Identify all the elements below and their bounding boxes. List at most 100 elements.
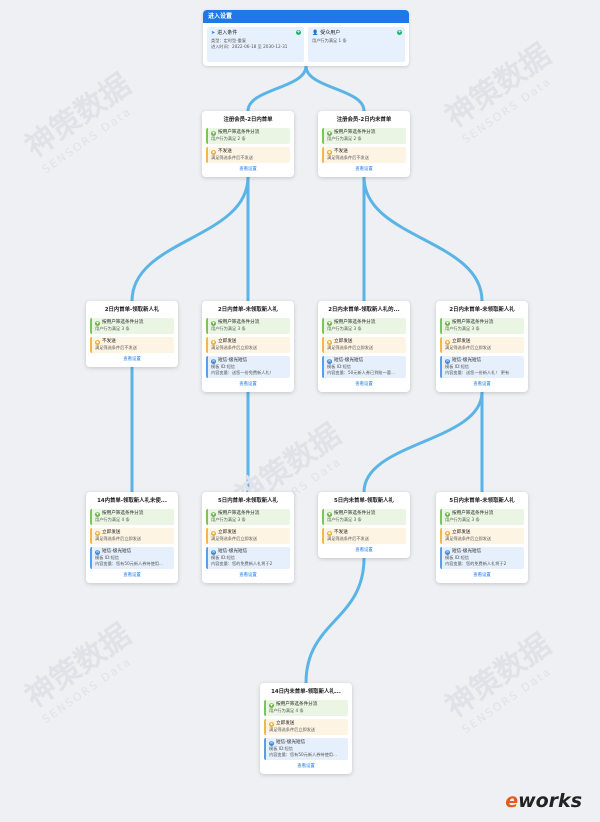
section-line: 满足筛选条件后不发送 [327, 155, 369, 160]
view-settings-link[interactable]: 查看设置 [355, 167, 373, 172]
add-icon[interactable]: + [397, 29, 402, 35]
flow-node[interactable]: 5日内未首单-领取新人礼▼按用户筛选条件分流用户行为满足 3 条◉不发送满足筛选… [318, 492, 410, 558]
flow-node[interactable]: 2日内首单-领取新人礼▼按用户筛选条件分流用户行为满足 3 条◉不发送满足筛选条… [86, 301, 178, 367]
flow-link [362, 176, 484, 302]
node-section[interactable]: ◉立即发送满足筛选条件后立即发送 [90, 528, 174, 544]
node-title: 5日内未首单-未领取新人礼 [449, 498, 515, 504]
audience-box[interactable]: 👤受众用户 用户行为满足 1 条 + [308, 27, 405, 62]
section-line: 模板 ID:短信 [445, 555, 469, 560]
flow-node[interactable]: 注册会员-2日内首单▼按用户筛选条件分流用户行为满足 2 条◉不发送满足筛选条件… [202, 111, 294, 177]
section-line: 模板 ID:短信 [211, 555, 235, 560]
section-line: 用户行为满足 4 条 [269, 708, 304, 713]
section-title: 短信-极光短信 [452, 549, 482, 554]
section-line: 满足筛选条件后不发送 [211, 155, 253, 160]
section-title: 短信-极光短信 [102, 549, 132, 554]
flow-node[interactable]: 14日内未首单-领取新人礼...▼按用户筛选条件分流用户行为满足 4 条◉立即发… [260, 683, 352, 774]
section-line: 内容变量：50元新人券已到账～要... [327, 370, 395, 375]
sms-icon: ✉ [445, 358, 450, 364]
section-line: 满足筛选条件后立即发送 [445, 345, 492, 350]
section-title: 按用户筛选条件分流 [218, 130, 260, 135]
node-section[interactable]: ▼按用户筛选条件分流用户行为满足 4 条 [264, 700, 348, 716]
filter-icon: ▼ [327, 130, 332, 136]
section-line: 用户行为满足 2 条 [327, 136, 362, 141]
flow-link [362, 391, 484, 493]
node-section[interactable]: ◉立即发送满足筛选条件后立即发送 [322, 337, 406, 353]
filter-icon: ▼ [211, 320, 216, 326]
flow-node[interactable]: 2日内首单-未领取新人礼▼按用户筛选条件分流用户行为满足 3 条◉立即发送满足筛… [202, 301, 294, 392]
flow-node[interactable]: 2日内未首单-未领取新人礼▼按用户筛选条件分流用户行为满足 3 条◉立即发送满足… [436, 301, 528, 392]
flow-node[interactable]: 14内首单-领取新人礼未使... ▼按用户筛选条件分流用户行为满足 4 条 ◉立即发… [86, 492, 178, 583]
flow-link [304, 557, 366, 684]
node-section[interactable]: ▼按用户筛选条件分流用户行为满足 3 条 [206, 318, 290, 334]
sms-icon: ✉ [327, 358, 332, 364]
flow-node[interactable]: 5日内首单-未领取新人礼 ▼按用户筛选条件分流用户行为满足 3 条 ◉立即发送满足筛… [202, 492, 294, 583]
node-section[interactable]: ✉短信-极光短信模板 ID:短信内容变量：您有50元新人券待使用... [90, 547, 174, 569]
section-line: 内容变量：您有50元新人券待使用... [269, 752, 337, 757]
node-section[interactable]: ✉短信-极光短信模板 ID:短信内容变量：您的免费新人礼将于2 [206, 547, 290, 569]
view-settings-link[interactable]: 查看设置 [473, 382, 491, 387]
view-settings-link[interactable]: 查看设置 [239, 382, 257, 387]
entry-settings-card[interactable]: 进入设置 ➤进入条件 类型：定时型-重复 进入时间：2022-06-18 至 2… [203, 10, 409, 66]
section-line: 内容变量：您的免费新人礼将于2 [211, 561, 273, 566]
flow-node[interactable]: 2日内未首单-领取新人礼的...▼按用户筛选条件分流用户行为满足 3 条◉立即发… [318, 301, 410, 392]
view-settings-link[interactable]: 查看设置 [123, 357, 141, 362]
node-section[interactable]: ▼按用户筛选条件分流用户行为满足 3 条 [322, 318, 406, 334]
section-line: 满足筛选条件后不发送 [95, 345, 137, 350]
node-section[interactable]: ▼按用户筛选条件分流用户行为满足 2 条 [322, 128, 406, 144]
view-settings-link[interactable]: 查看设置 [355, 548, 373, 553]
flow-node[interactable]: 5日内未首单-未领取新人礼 ▼按用户筛选条件分流用户行为满足 3 条 ◉立即发送满足… [436, 492, 528, 583]
section-line: 内容变量：您有50元新人券待使用... [95, 561, 163, 566]
view-settings-link[interactable]: 查看设置 [239, 167, 257, 172]
node-section[interactable]: ✉短信-极光短信模板 ID:短信内容变量：送您一份免费新人礼！ [206, 356, 290, 378]
section-title: 按用户筛选条件分流 [102, 320, 144, 325]
node-section[interactable]: ◉不发送满足筛选条件后不发送 [322, 528, 406, 544]
view-settings-link[interactable]: 查看设置 [123, 573, 141, 578]
node-section[interactable]: ▼按用户筛选条件分流用户行为满足 3 条 [206, 509, 290, 525]
node-section[interactable]: ◉不发送满足筛选条件后不发送 [322, 147, 406, 163]
section-title: 按用户筛选条件分流 [218, 320, 260, 325]
send-mode-icon: ◉ [95, 530, 100, 536]
filter-icon: ▼ [211, 130, 216, 136]
node-section[interactable]: ◉立即发送满足筛选条件后立即发送 [264, 719, 348, 735]
view-settings-link[interactable]: 查看设置 [355, 382, 373, 387]
view-settings-link[interactable]: 查看设置 [239, 573, 257, 578]
flow-node[interactable]: 注册会员-2日内未首单 ▼按用户筛选条件分流用户行为满足 2 条 ◉不发送满足筛选条… [318, 111, 410, 177]
node-section[interactable]: ▼按用户筛选条件分流用户行为满足 2 条 [206, 128, 290, 144]
sms-icon: ✉ [95, 549, 100, 555]
node-section[interactable]: ▼按用户筛选条件分流用户行为满足 3 条 [322, 509, 406, 525]
section-line: 内容变量：送您一份新人礼！ 更有 [445, 370, 510, 375]
node-section[interactable]: ✉短信-极光短信模板 ID:短信内容变量：50元新人券已到账～要... [322, 356, 406, 378]
add-icon[interactable]: + [296, 29, 301, 35]
section-line: 内容变量：您的免费新人礼将于2 [445, 561, 507, 566]
entry-condition-box[interactable]: ➤进入条件 类型：定时型-重复 进入时间：2022-06-18 至 2030-1… [207, 27, 304, 62]
section-line: 用户行为满足 3 条 [95, 326, 130, 331]
section-line: 用户行为满足 3 条 [327, 517, 362, 522]
node-section[interactable]: ◉立即发送满足筛选条件后立即发送 [206, 528, 290, 544]
node-section[interactable]: ◉不发送满足筛选条件后不发送 [90, 337, 174, 353]
node-section[interactable]: ✉短信-极光短信模板 ID:短信内容变量：您的免费新人礼将于2 [440, 547, 524, 569]
section-line: 满足筛选条件后立即发送 [211, 536, 258, 541]
filter-icon: ▼ [211, 511, 216, 517]
node-section[interactable]: ◉立即发送满足筛选条件后立即发送 [440, 337, 524, 353]
section-line: 满足筛选条件后立即发送 [211, 345, 258, 350]
node-section[interactable]: ▼按用户筛选条件分流用户行为满足 4 条 [90, 509, 174, 525]
node-section[interactable]: ▼按用户筛选条件分流用户行为满足 3 条 [440, 509, 524, 525]
node-section[interactable]: ✉短信-极光短信模板 ID:短信内容变量：您有50元新人券待使用... [264, 738, 348, 760]
section-line: 用户行为满足 3 条 [445, 517, 480, 522]
node-section[interactable]: ▼按用户筛选条件分流用户行为满足 3 条 [90, 318, 174, 334]
node-title: 14内首单-领取新人礼未使... [97, 498, 167, 504]
node-section[interactable]: ▼按用户筛选条件分流用户行为满足 3 条 [440, 318, 524, 334]
node-section[interactable]: ◉立即发送满足筛选条件后立即发送 [206, 337, 290, 353]
view-settings-link[interactable]: 查看设置 [473, 573, 491, 578]
node-section[interactable]: ◉立即发送满足筛选条件后立即发送 [440, 528, 524, 544]
node-section[interactable]: ✉短信-极光短信模板 ID:短信内容变量：送您一份新人礼！ 更有 [440, 356, 524, 378]
node-title: 注册会员-2日内未首单 [336, 117, 392, 123]
section-line: 模板 ID:短信 [211, 364, 235, 369]
node-title: 5日内首单-未领取新人礼 [218, 498, 278, 504]
section-line: 满足筛选条件后立即发送 [327, 345, 374, 350]
view-settings-link[interactable]: 查看设置 [297, 764, 315, 769]
node-section[interactable]: ◉不发送满足筛选条件后不发送 [206, 147, 290, 163]
section-title: 立即发送 [452, 339, 471, 344]
flow-link [304, 65, 366, 112]
